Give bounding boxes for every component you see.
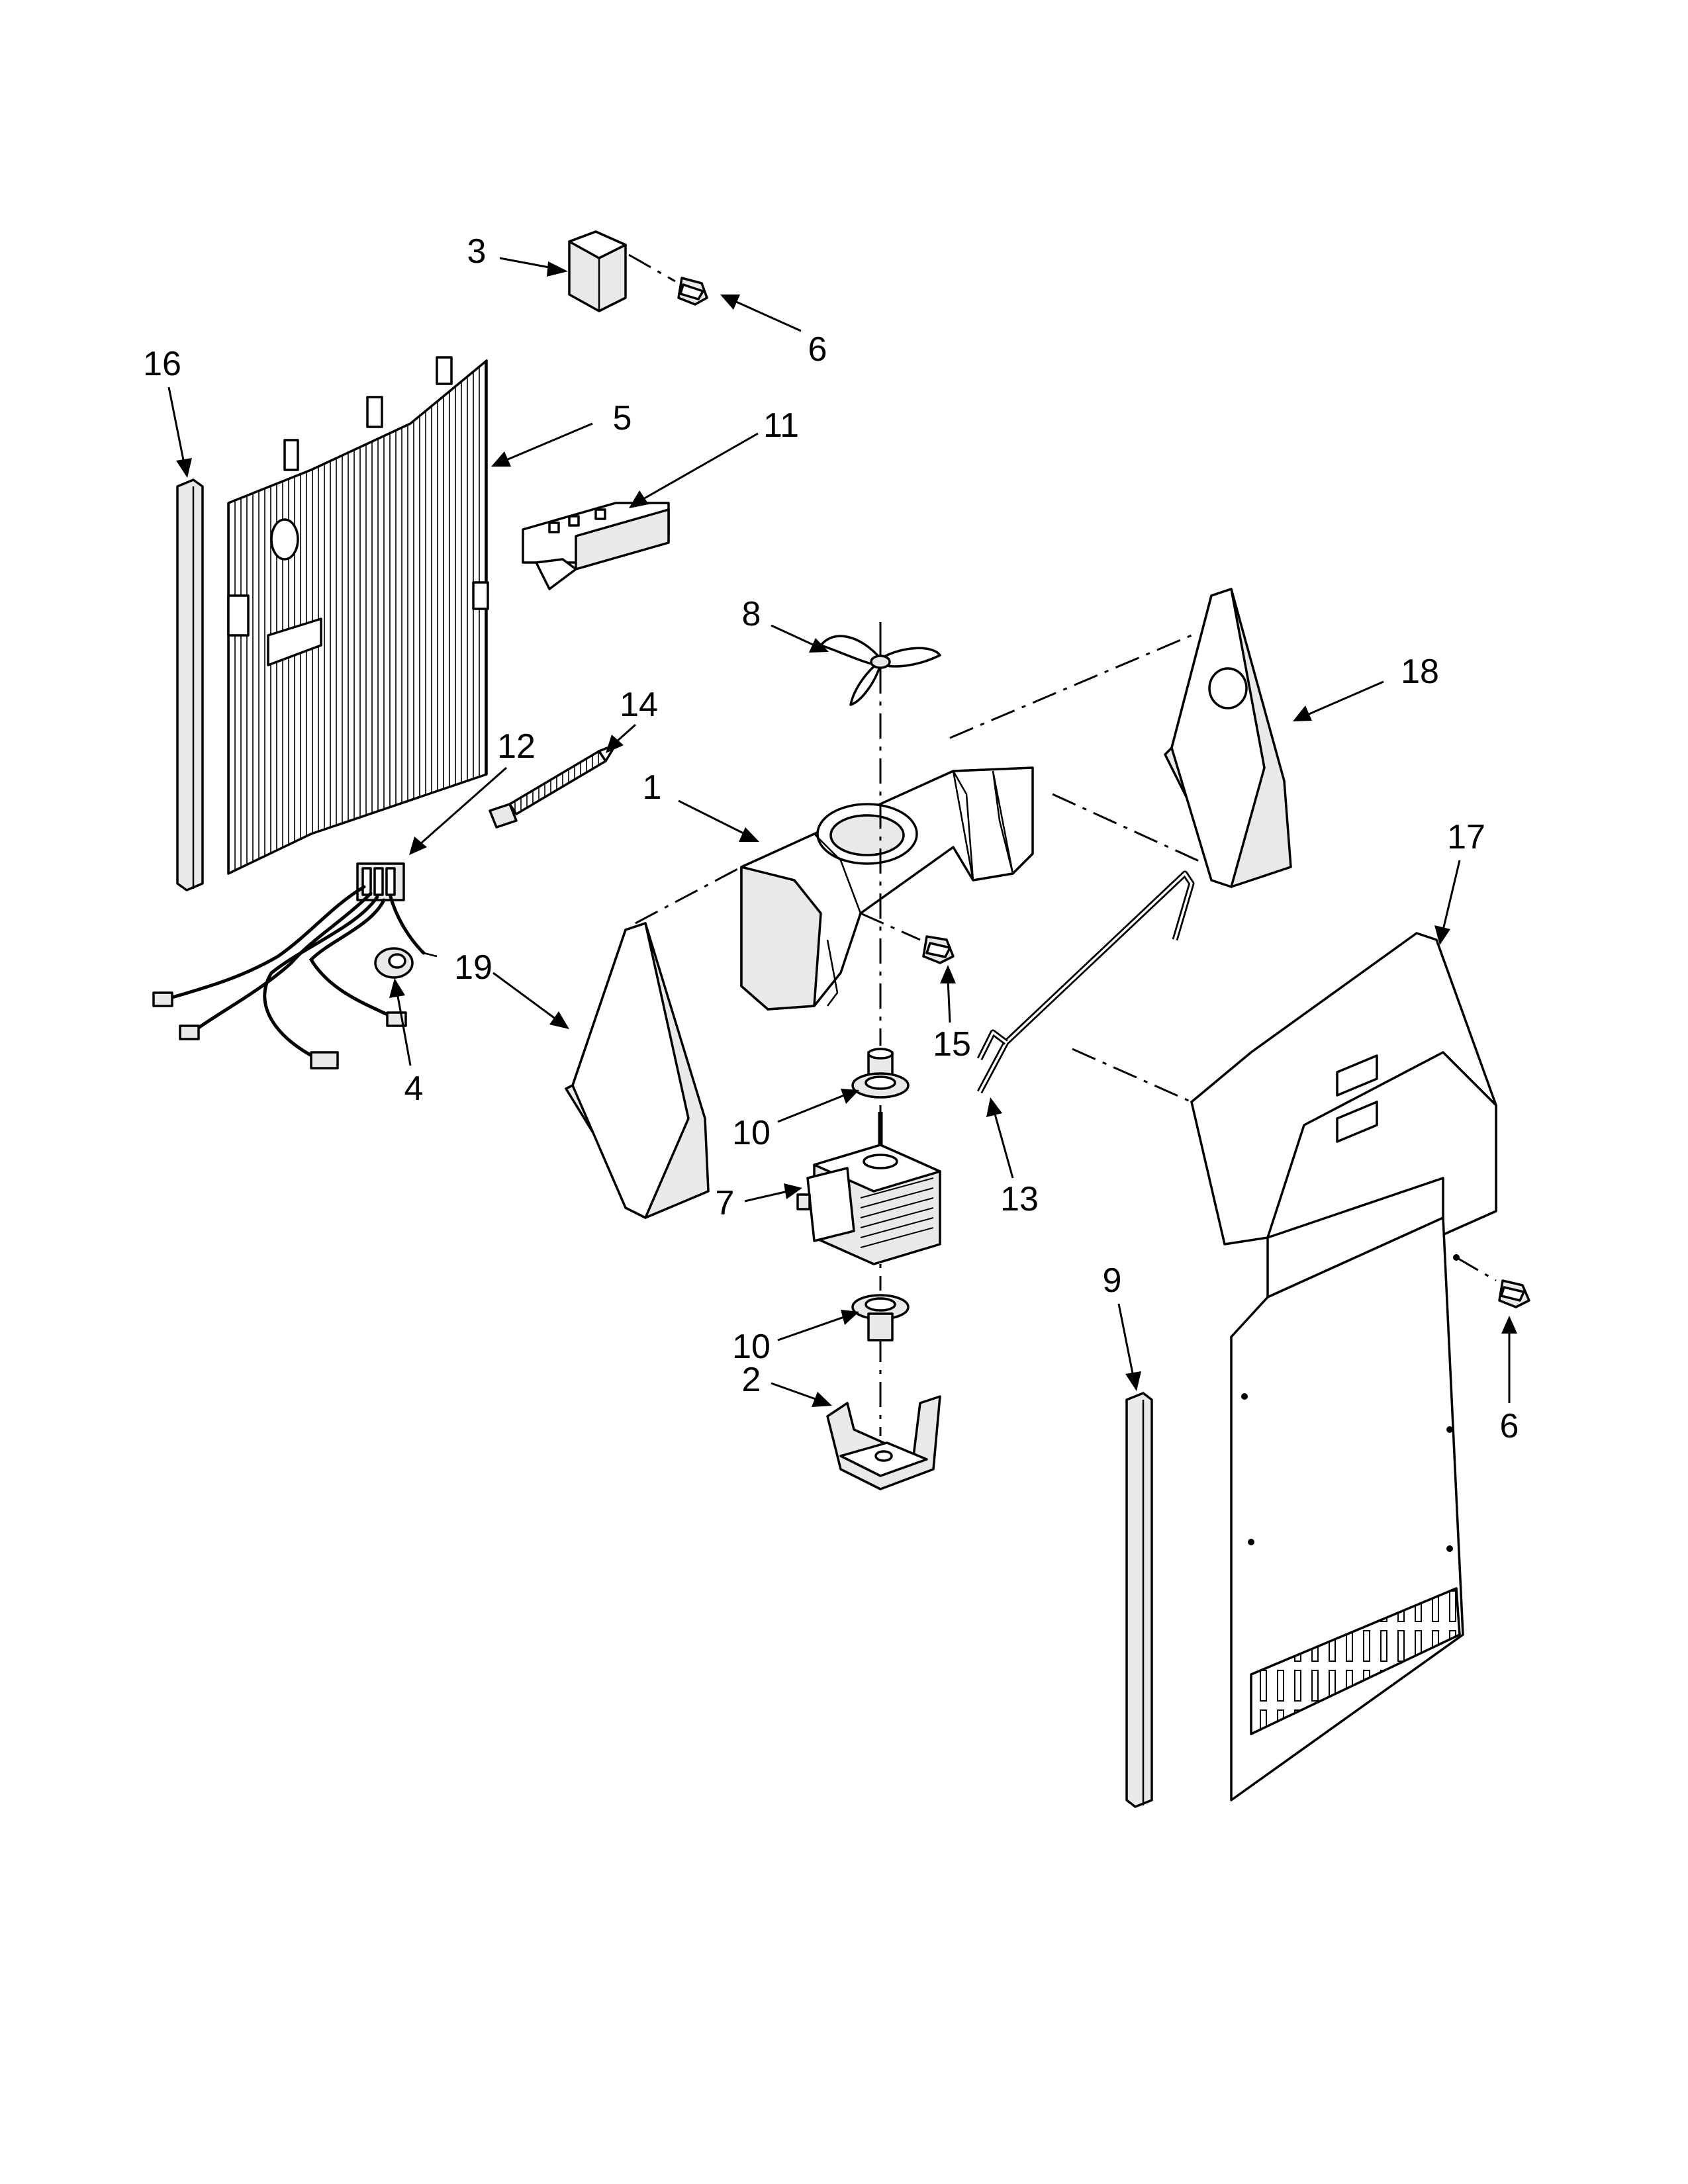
callout-7: 7 <box>715 1184 735 1222</box>
callout-16: 16 <box>143 345 181 383</box>
callout-8: 8 <box>741 595 761 633</box>
part-18-baffle-right <box>1164 588 1292 888</box>
callout-6-top: 6 <box>808 330 827 369</box>
callout-9: 9 <box>1102 1261 1122 1300</box>
part-10-grommet-lower <box>851 1294 910 1342</box>
callout-17: 17 <box>1447 818 1485 856</box>
callout-19: 19 <box>454 948 492 987</box>
callout-10-upper: 10 <box>732 1114 771 1152</box>
part-6-screw-top <box>628 253 708 306</box>
callout-14: 14 <box>620 686 658 724</box>
part-13-wire-rod <box>976 870 1195 1094</box>
part-15-screw <box>860 912 955 964</box>
part-4-grommet <box>374 947 438 979</box>
callout-18: 18 <box>1401 653 1439 691</box>
part-10-grommet-upper <box>851 1048 910 1099</box>
part-7-fan-motor <box>796 1112 941 1265</box>
part-17-cover-panel <box>1190 932 1497 1801</box>
leader-arrows <box>167 257 1517 1407</box>
part-16-seal-strip <box>176 478 204 891</box>
part-3-cover-cap <box>568 230 627 312</box>
callout-1: 1 <box>642 768 662 807</box>
callout-15: 15 <box>933 1025 971 1064</box>
part-11-bracket <box>522 502 670 590</box>
part-6-screw-right <box>1456 1256 1530 1308</box>
callout-5: 5 <box>612 399 632 437</box>
part-5-ribbed-panel <box>227 356 489 875</box>
callout-13: 13 <box>1000 1180 1039 1218</box>
part-9-seal-strip <box>1125 1392 1153 1808</box>
callout-3: 3 <box>467 232 487 271</box>
part-19-baffle-left <box>565 922 710 1219</box>
part-2-motor-bracket <box>826 1395 941 1490</box>
callout-10-lower: 10 <box>732 1328 771 1366</box>
part-14-cable-tie <box>489 743 617 829</box>
callout-11: 11 <box>763 406 799 445</box>
part-1-fan-housing <box>740 766 1034 1011</box>
callout-6-right: 6 <box>1499 1407 1519 1445</box>
callout-2: 2 <box>741 1361 761 1399</box>
callout-12: 12 <box>497 727 536 766</box>
callout-4: 4 <box>404 1069 424 1108</box>
part-8-fan-blade <box>820 622 941 706</box>
part-12-wire-harness <box>152 862 426 1069</box>
